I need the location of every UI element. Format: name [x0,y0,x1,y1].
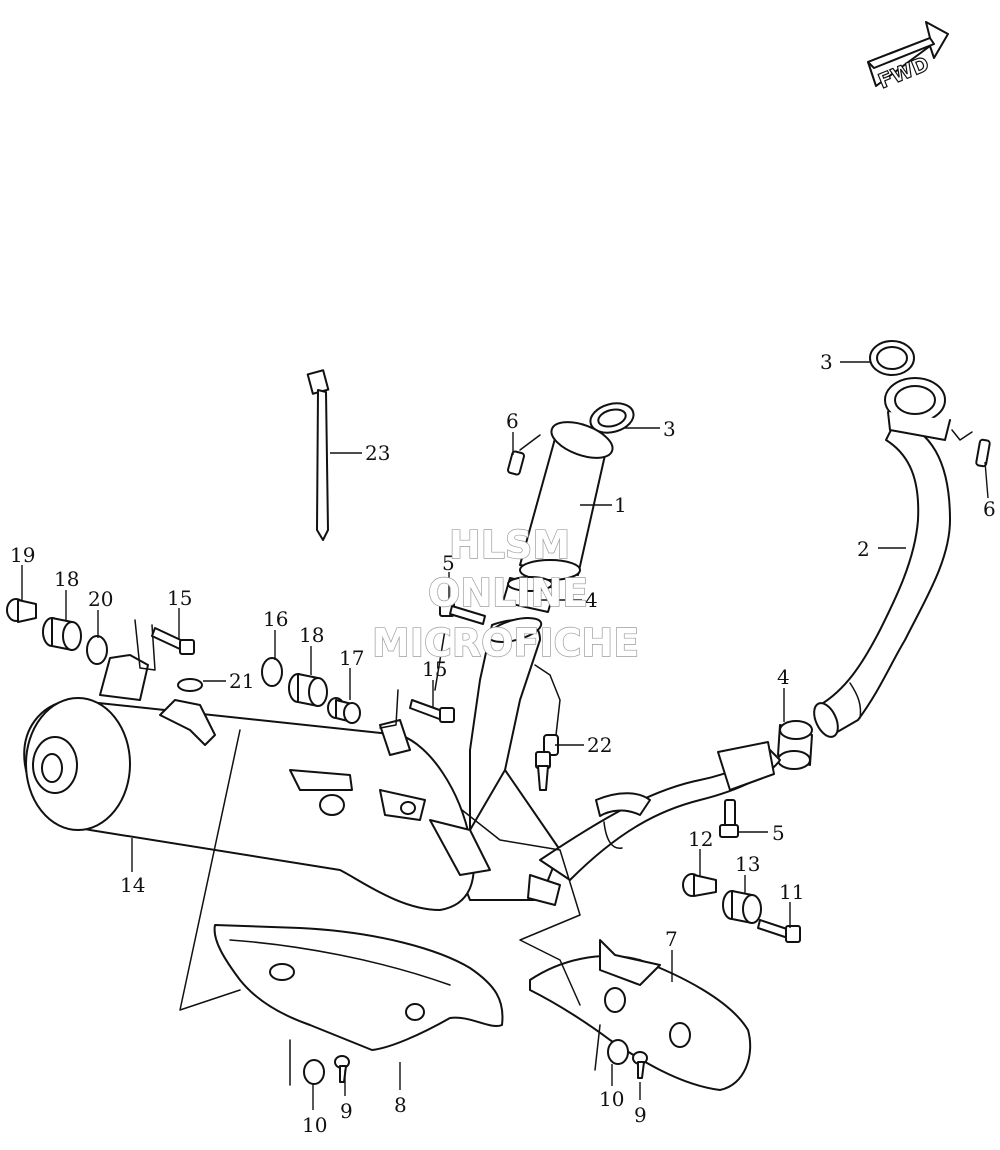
callout-8: 8 [394,1093,407,1117]
callout-15-right: 15 [422,657,447,681]
muffler-bracket[interactable] [99,619,216,746]
gasket-ring-upper[interactable] [869,340,915,376]
callout-18-middle: 18 [299,623,324,647]
callout-10-right: 10 [599,1087,624,1111]
callout-12: 12 [688,827,713,851]
grommet-13[interactable] [722,890,762,924]
callout-10-left: 10 [302,1113,327,1137]
fwd-direction-badge: FWD [867,21,949,94]
exhaust-pipe-1[interactable] [519,415,617,581]
clip-21[interactable] [177,678,203,692]
callout-2: 2 [857,537,870,561]
grommet-10-right[interactable] [607,1039,629,1065]
callout-11: 11 [779,880,804,904]
collar-12[interactable] [682,873,717,897]
callout-21: 21 [229,669,254,693]
callout-3-upper: 3 [820,350,833,374]
callout-18-left: 18 [54,567,79,591]
pipe-sleeve-lower[interactable] [777,720,813,770]
gasket-ring-lower[interactable] [587,399,637,437]
callout-5-lower: 5 [772,821,785,845]
callout-9-left: 9 [340,1099,353,1123]
bolt-11[interactable] [757,919,801,943]
callout-3-lower: 3 [663,417,676,441]
grommet-18-left[interactable] [42,617,82,651]
callout-6-left: 6 [506,409,519,433]
callout-15-left: 15 [167,586,192,610]
callout-labels: 23 6 3 1 3 2 6 5 4 19 18 20 15 16 18 17 … [10,350,996,1137]
watermark-line-3: MICROFICHE [372,621,639,665]
callout-16: 16 [263,607,288,631]
screw-9-right[interactable] [632,1051,648,1079]
callout-13: 13 [735,852,760,876]
callout-19: 19 [10,543,35,567]
grommet-18-middle[interactable] [288,673,328,707]
bolt-15-left[interactable] [151,627,195,655]
callout-4-upper: 4 [585,588,598,612]
muffler-silencer[interactable] [23,697,491,911]
exhaust-pipe-2[interactable] [809,377,951,741]
cable-tie-part[interactable] [306,369,330,541]
leader-lines [21,361,989,1110]
bolt-5-lower[interactable] [719,799,739,838]
grommet-10-left[interactable] [303,1059,325,1085]
callout-20: 20 [88,587,113,611]
callout-22: 22 [587,733,612,757]
watermark-line-1: HLSM [449,523,570,567]
pipe-sleeve-upper[interactable] [502,576,556,613]
callout-4-lower: 4 [777,665,790,689]
bolt-19[interactable] [6,598,37,623]
washer-16[interactable] [261,657,283,687]
callout-9-right: 9 [634,1103,647,1127]
watermark: HLSM ONLINE MICROFICHE [371,522,640,665]
callout-1: 1 [614,493,627,517]
heat-shield-7[interactable] [529,939,752,1091]
screw-9-left[interactable] [334,1055,350,1083]
callout-17: 17 [339,646,364,670]
callout-5-upper: 5 [442,551,455,575]
collar-17[interactable] [327,697,361,724]
oxygen-sensor[interactable] [534,664,561,791]
callout-14: 14 [120,873,145,897]
bolt-5-upper[interactable] [439,601,486,625]
bolt-15-right[interactable] [379,689,455,729]
callout-23: 23 [365,441,390,465]
heat-shield-8[interactable] [213,924,504,1051]
watermark-line-2: ONLINE [428,571,588,615]
callout-7: 7 [665,927,678,951]
stud-bolt-left[interactable] [507,450,525,476]
assembly-outline [179,429,973,1086]
stud-bolt-right[interactable] [975,438,991,468]
callout-6-right: 6 [983,497,996,521]
washer-20[interactable] [86,635,108,665]
